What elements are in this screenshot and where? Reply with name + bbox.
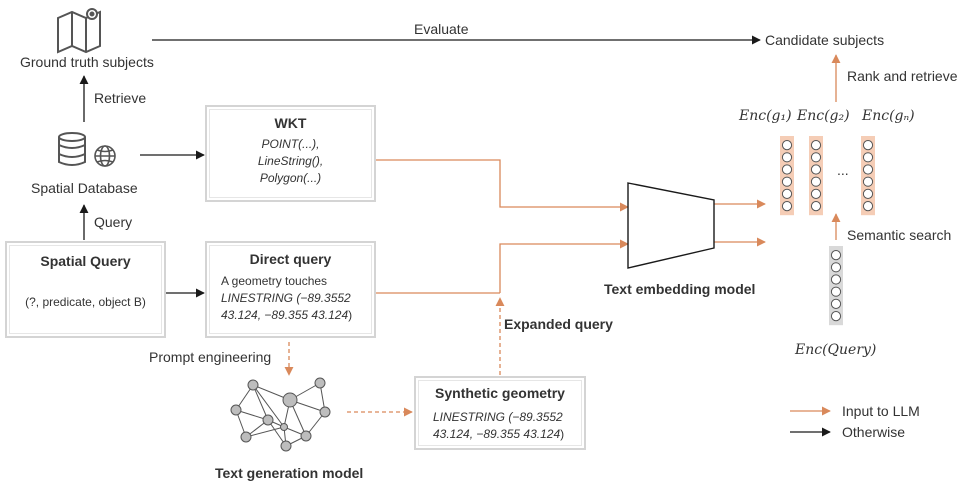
- synthetic-geometry-line-2-paren: ): [560, 427, 565, 441]
- enc-g2-unit: [810, 188, 822, 199]
- enc-gn-unit: [862, 164, 874, 175]
- evaluate-label: Evaluate: [414, 21, 469, 37]
- prompt-engineering-label: Prompt engineering: [149, 349, 272, 365]
- direct-query-line-3-coords: 43.124, −89.355 43.124: [221, 308, 349, 322]
- enc-g2-unit: [810, 164, 822, 175]
- enc-g2-unit: [810, 140, 822, 151]
- enc-g1-unit: [781, 140, 793, 151]
- enc-query-unit: [830, 262, 842, 273]
- text-generation-model-label: Text generation model: [215, 465, 364, 481]
- spatial-query-pattern: (?, predicate, object B): [25, 295, 146, 309]
- database-icon: [58, 132, 86, 166]
- synthetic-geometry-line-2: 43.124, −89.355 43.124): [433, 427, 564, 441]
- synthetic-geometry-line-1: LINESTRING (−89.3552: [433, 410, 563, 424]
- encoding-vector-g1: [780, 136, 794, 216]
- enc-gn-unit: [862, 176, 874, 187]
- map-icon: [57, 8, 101, 54]
- text-embedding-model-label: Text embedding model: [604, 281, 756, 297]
- ground-truth-label: Ground truth subjects: [20, 54, 154, 70]
- enc-g2-unit: [810, 201, 822, 212]
- spatial-query-title: Spatial Query: [40, 253, 131, 269]
- direct-query-title: Direct query: [249, 251, 332, 267]
- text-generation-network-icon: [230, 377, 331, 452]
- direct-query-line-1: A geometry touches: [221, 274, 328, 288]
- wkt-line-2: LineString(),: [257, 154, 324, 168]
- join-to-encoder-arrow: [499, 239, 629, 293]
- direct-query-box: Direct query A geometry touches LINESTRI…: [205, 241, 376, 338]
- enc-gn-unit: [862, 152, 874, 163]
- query-label: Query: [94, 214, 133, 230]
- wkt-to-encoder-arrow: [376, 159, 629, 212]
- enc-query-label: Enc(Query): [795, 342, 877, 358]
- enc-gn-unit: [862, 188, 874, 199]
- query-vector: [829, 246, 843, 326]
- wkt-box: WKT POINT(...), LineString(), Polygon(..…: [205, 105, 376, 202]
- enc-g2-unit: [810, 176, 822, 187]
- enc-g1-label: Enc(g₁): [739, 108, 792, 124]
- enc-g1-unit: [781, 164, 793, 175]
- semantic-search-label: Semantic search: [847, 227, 952, 243]
- direct-query-line-2: LINESTRING (−89.3552: [221, 291, 351, 305]
- expanded-query-label: Expanded query: [504, 316, 613, 332]
- encoding-vector-g2: [809, 136, 823, 216]
- enc-query-unit: [830, 311, 842, 322]
- direct-query-line-3: 43.124, −89.355 43.124): [221, 308, 352, 322]
- wkt-line-3: Polygon(...): [259, 171, 322, 185]
- enc-g1-unit: [781, 188, 793, 199]
- encoding-vector-gn: [861, 136, 875, 216]
- legend-input-llm-label: Input to LLM: [842, 403, 920, 419]
- enc-g2-label: Enc(g₂): [797, 108, 850, 124]
- wkt-line-1: POINT(...),: [261, 137, 320, 151]
- retrieve-label: Retrieve: [94, 90, 147, 106]
- enc-gn-unit: [862, 140, 874, 151]
- legend-otherwise-label: Otherwise: [842, 424, 906, 440]
- spatial-database-label: Spatial Database: [31, 180, 138, 196]
- enc-gn-label: Enc(gₙ): [862, 108, 915, 124]
- globe-icon: [94, 145, 116, 167]
- enc-g1-unit: [781, 201, 793, 212]
- synthetic-geometry-title: Synthetic geometry: [435, 385, 565, 401]
- candidate-subjects-label: Candidate subjects: [765, 32, 885, 48]
- enc-ellipsis: ...: [837, 162, 849, 178]
- enc-gn-unit: [862, 201, 874, 212]
- synthetic-geometry-line-2-coords: 43.124, −89.355 43.124: [433, 427, 561, 441]
- wkt-title: WKT: [274, 115, 307, 131]
- enc-query-unit: [830, 298, 842, 309]
- enc-query-unit: [830, 250, 842, 261]
- direct-query-line-3-paren: ): [348, 308, 353, 322]
- enc-query-unit: [830, 274, 842, 285]
- enc-g1-unit: [781, 152, 793, 163]
- synthetic-geometry-box: Synthetic geometry LINESTRING (−89.3552 …: [414, 376, 586, 450]
- enc-query-unit: [830, 286, 842, 297]
- spatial-query-box: Spatial Query (?, predicate, object B): [5, 241, 166, 338]
- text-embedding-model-shape: [627, 182, 715, 269]
- enc-g2-unit: [810, 152, 822, 163]
- enc-g1-unit: [781, 176, 793, 187]
- rank-and-retrieve-label: Rank and retrieve: [847, 68, 958, 84]
